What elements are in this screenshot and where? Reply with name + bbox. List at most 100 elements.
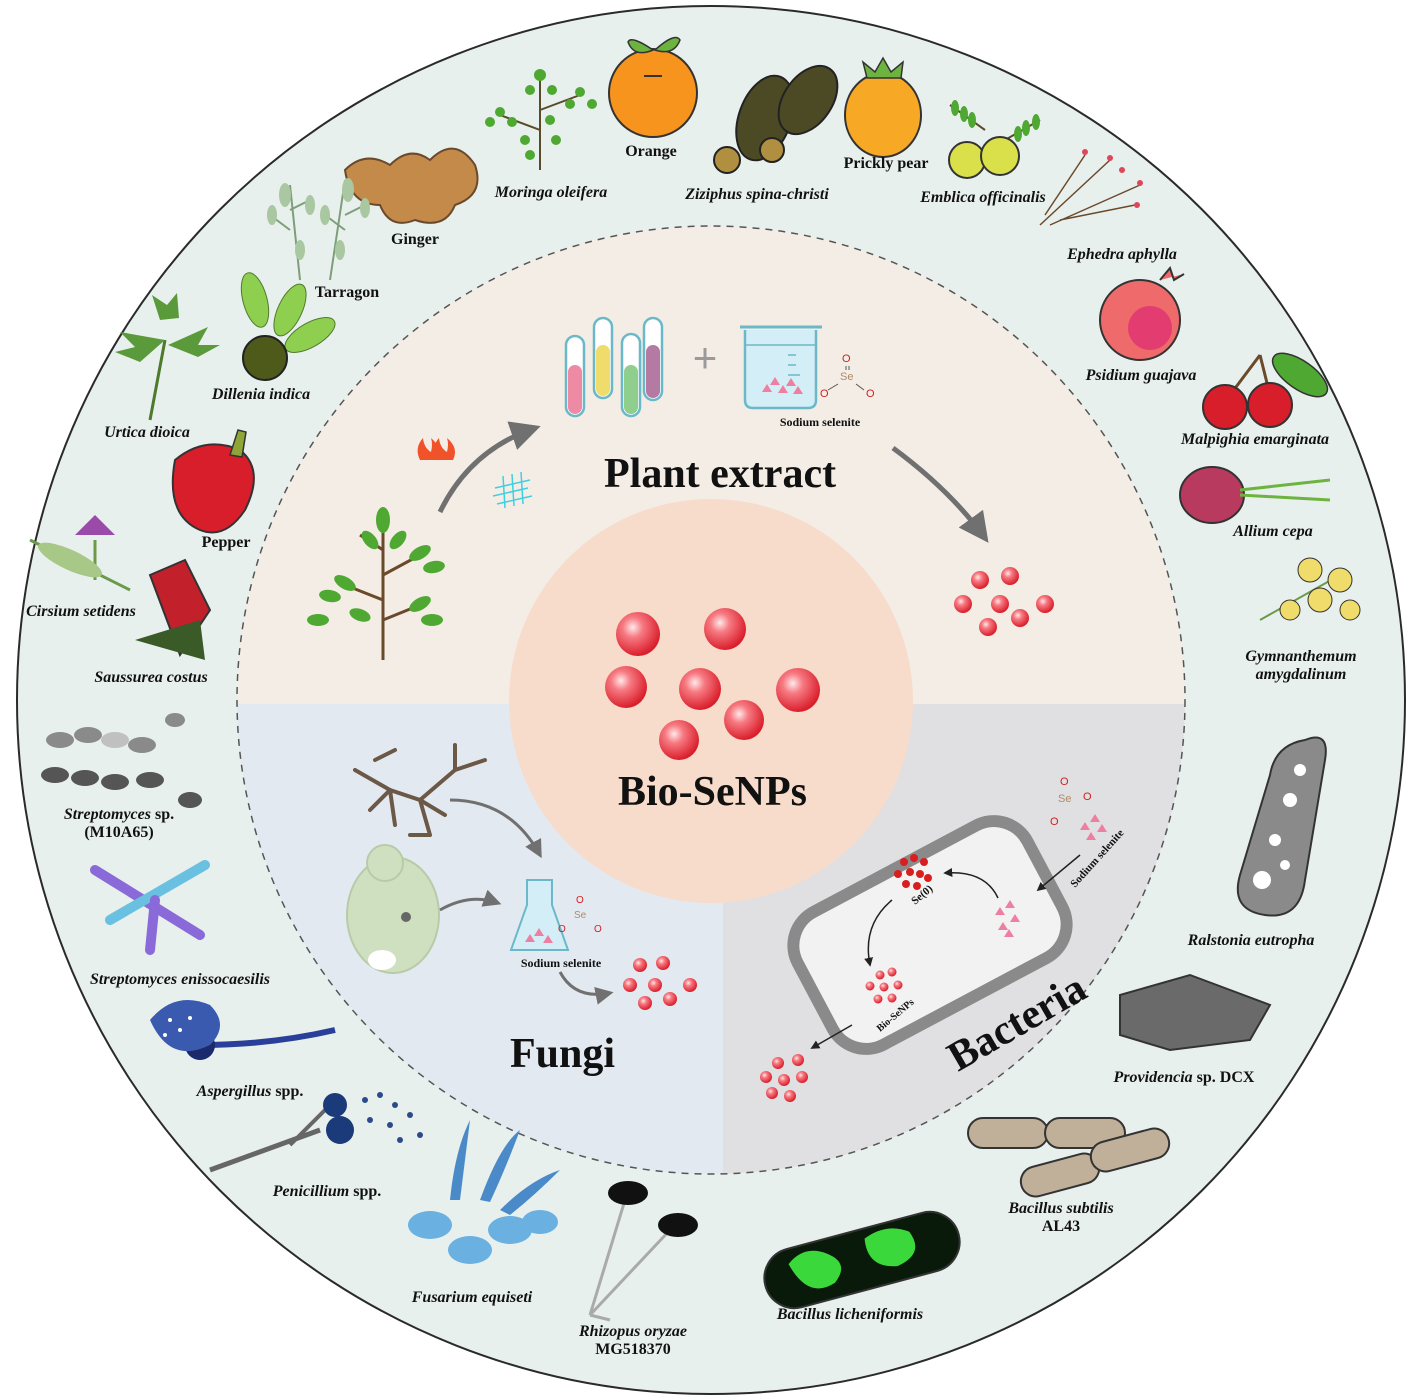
selenite-structure-2: Se O O O: [558, 895, 602, 935]
label-streptomyces-m10a65: Streptomyces sp.(M10A65): [63, 806, 175, 842]
plant-arrow-2: [891, 445, 989, 543]
orange-icon: [608, 36, 698, 138]
svg-text:O: O: [1050, 816, 1059, 828]
plant-arrow-1: [437, 421, 541, 514]
ziziphus-icon: [713, 64, 839, 174]
label-prickly-pear: Prickly pear: [843, 155, 929, 172]
flask-icon: [509, 879, 570, 951]
svg-text:Se: Se: [840, 371, 853, 383]
selenite-structure-1: Se O O O: [820, 353, 875, 400]
label-tarragon: Tarragon: [314, 284, 380, 301]
aspergillus-icon: [150, 1000, 336, 1060]
label-ephedra: Ephedra aphylla: [1067, 246, 1177, 263]
bacillus-subtilis-icon: [967, 1117, 1171, 1198]
grid-icon: [492, 471, 533, 509]
label-malpighia: Malpighia emarginata: [1180, 431, 1330, 448]
ephedra-icon: [1039, 149, 1143, 226]
inner-dashed-border: [236, 225, 1186, 1175]
moringa-icon: [485, 69, 597, 170]
label-aspergillus: Aspergillus spp.: [196, 1083, 304, 1100]
svg-text:O: O: [1060, 776, 1069, 788]
se0-cluster: [894, 854, 932, 890]
svg-text:O: O: [576, 895, 584, 906]
label-ziziphus: Ziziphus spina-christi: [685, 186, 829, 203]
providencia-icon: [1119, 973, 1272, 1052]
psidium-icon: [1099, 265, 1185, 361]
label-orange: Orange: [625, 143, 677, 160]
ralstonia-icon: [1236, 736, 1327, 917]
bacteria-inner-nanoparticles: [865, 967, 903, 1004]
selenite-structure-3: Se O O O: [1050, 776, 1092, 828]
plant-tree-icon: [307, 507, 445, 660]
label-moringa: Moringa oleifera: [494, 184, 608, 201]
plus-sign: +: [693, 334, 718, 381]
urtica-icon: [115, 293, 220, 421]
label-saussurea: Saussurea costus: [94, 669, 208, 686]
plant-extract-title: Plant extract: [604, 451, 837, 497]
bacteria-arrow-out: [810, 1024, 853, 1049]
center-title: Bio-SeNPs: [618, 769, 807, 815]
test-tubes-icon: [564, 316, 664, 418]
label-psidium: Psidium guajava: [1085, 367, 1197, 384]
svg-text:O: O: [1083, 791, 1092, 803]
fire-icon: [417, 438, 455, 460]
rhizopus-icon: [588, 1181, 698, 1322]
allium-icon: [1179, 466, 1331, 524]
label-ginger: Ginger: [391, 231, 439, 248]
svg-text:O: O: [820, 388, 829, 400]
ginger-icon: [343, 147, 479, 224]
malpighia-icon: [1202, 352, 1329, 430]
cirsium-icon: [29, 515, 131, 592]
beaker-icon: [740, 325, 822, 410]
mycelium-icon: [353, 743, 487, 837]
bacillus-licheniformis-icon: [763, 1210, 961, 1310]
label-emblica: Emblica officinalis: [920, 189, 1046, 206]
prickly-pear-icon: [844, 56, 922, 158]
pepper-icon: [171, 429, 255, 534]
label-allium: Allium cepa: [1233, 523, 1313, 540]
saussurea-icon: [135, 558, 212, 660]
bacteria-arrow-in: [1036, 854, 1081, 892]
label-dillenia: Dillenia indica: [211, 386, 311, 403]
label-fusarium: Fusarium equiseti: [411, 1289, 533, 1306]
label-ralstonia: Ralstonia eutropha: [1187, 932, 1315, 949]
streptomyces-m10a65-icon: [41, 713, 202, 808]
bacteria-outer-nanoparticles: [760, 1054, 808, 1102]
svg-text:Se: Se: [1058, 793, 1071, 805]
svg-text:O: O: [842, 353, 851, 365]
sodium-selenite-label-plant: Sodium selenite: [780, 415, 861, 429]
fusarium-icon: [408, 1120, 560, 1264]
penicillium-icon: [209, 1092, 423, 1173]
fungi-arrow-3: [558, 971, 614, 1005]
label-urtica: Urtica dioica: [104, 424, 190, 441]
yeast-cell-icon: [346, 844, 440, 974]
bacteria-cell-icon: [787, 815, 1073, 1055]
label-bacillus-licheniformis: Bacillus licheniformis: [776, 1306, 924, 1323]
streptomyces-enissocaesilis-icon: [90, 860, 210, 955]
label-providencia: Providencia sp. DCX: [1113, 1069, 1255, 1086]
gymnanthemum-icon: [1259, 557, 1361, 621]
svg-text:O: O: [866, 388, 875, 400]
plant-nanoparticles: [954, 567, 1054, 636]
bacteria-arrow-form: [864, 899, 893, 967]
bacteria-arrow-reduce: [943, 867, 999, 899]
label-cirsium: Cirsium setidens: [26, 603, 136, 620]
label-penicillium: Penicillium spp.: [272, 1183, 382, 1200]
dillenia-icon: [240, 272, 336, 381]
tarragon-icon: [267, 178, 370, 281]
label-pepper: Pepper: [201, 534, 251, 551]
bacteria-selenite-triangles: [995, 814, 1107, 937]
center-nanoparticles: [605, 608, 820, 760]
label-streptomyces-enissocaesilis: Streptomyces enissocaesilis: [90, 971, 270, 988]
fungi-arrow-1: [449, 798, 542, 859]
svg-text:Se: Se: [574, 910, 587, 921]
sodium-selenite-label-fungi: Sodium selenite: [521, 956, 602, 970]
fungi-arrow-2: [439, 889, 502, 912]
fungi-title: Fungi: [510, 1031, 616, 1077]
emblica-icon: [948, 100, 1041, 179]
